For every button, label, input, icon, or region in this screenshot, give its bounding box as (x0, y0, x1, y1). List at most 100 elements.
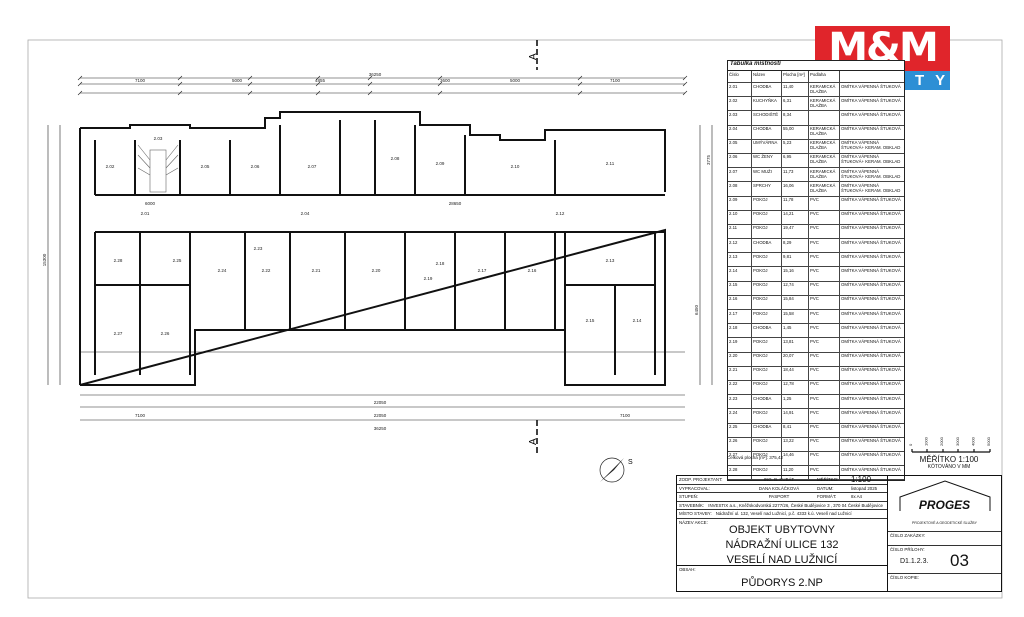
cell-walls: OMÍTKA VÁPENNÁ ŠTUKOVÁ (841, 111, 901, 117)
cell-walls: OMÍTKA VÁPENNÁ ŠTUKOVÁ (841, 409, 901, 415)
cell-number: 2.01 (728, 83, 752, 97)
cell-area: 15,58 (782, 310, 809, 324)
dim-bottom-3: 7100 (620, 413, 631, 418)
cell-area: 11,40 (782, 83, 809, 97)
room-table: Tabulka místností Číslo Název Plocha [m²… (727, 60, 905, 482)
cell-name: POKOJ (752, 210, 782, 224)
cell-number: 2.04 (728, 125, 752, 139)
cell-name: CHODBA (752, 125, 782, 139)
cell-walls: OMÍTKA VÁPENNÁ ŠTUKOVÁ (841, 197, 901, 202)
cell-number: 2.23 (728, 395, 752, 409)
cell-floor: KERAMICKÁ DLAŽBA (809, 125, 840, 139)
obsah-label: OBSAH: (679, 566, 696, 572)
cell-name: KUCHYŇKA (752, 97, 782, 111)
cell-walls: OMÍTKA VÁPENNÁ ŠTUKOVÁ (841, 381, 901, 387)
header-nazev: Název (752, 71, 782, 82)
room-table-header: Číslo Název Plocha [m²] Podlaha (728, 71, 904, 83)
cell-name: POKOJ (752, 437, 782, 451)
cell-walls: OMÍTKA VÁPENNÁ ŠTUKOVÁ (841, 452, 901, 458)
cell-number: 2.03 (728, 111, 752, 125)
dim-top-4: 3600 (440, 78, 451, 83)
room-label: 2.24 (218, 268, 227, 273)
scale-tick-label: 1000 (924, 436, 929, 446)
cell-area: 1,25 (782, 395, 809, 409)
cell-area: 15,84 (782, 295, 809, 309)
cell-number: 2.06 (728, 153, 752, 168)
dimension-tick (437, 90, 443, 96)
north-arrow-icon: S (599, 457, 633, 483)
cell-number: 2.28 (728, 466, 752, 480)
dimension-tick (367, 75, 373, 81)
room-label: 2.02 (106, 164, 115, 169)
cell-name: CHODBA (752, 239, 782, 253)
format: 8x A4 (851, 494, 862, 500)
dimension-tick (682, 81, 688, 87)
dimension-tick (77, 90, 83, 96)
cell-floor: KERAMICKÁ DLAŽBA (809, 182, 840, 196)
room-label: 2.01 (141, 211, 150, 216)
dimension-tick (177, 75, 183, 81)
cell-walls: OMÍTKA VÁPENNÁ ŠTUKOVÁ (841, 466, 901, 472)
priloha-code: D1.1.2.3. (900, 558, 929, 565)
cell-name: UMÝVÁRNA (752, 139, 782, 153)
total-value: 375,42 (769, 455, 784, 460)
cell-name: SCHODIŠTĚ (752, 111, 782, 125)
cell-number: 2.20 (728, 352, 752, 366)
stupen: PASPORT (768, 494, 790, 500)
cell-number: 2.19 (728, 338, 752, 352)
cell-walls: OMÍTKA VÁPENNÁ ŠTUKOVÁ (841, 296, 901, 302)
dimension-tick (247, 90, 253, 96)
room-table-total: Celková plocha [m²]: 375,42 (727, 455, 783, 460)
cell-floor: PVC (809, 253, 840, 267)
cell-floor: PVC (809, 310, 840, 324)
scale-label: MĚŘÍTKO 1:100 KÓTOVÁNO V MM (908, 455, 990, 470)
cell-number: 2.09 (728, 196, 752, 210)
logo-top: M&M (815, 26, 950, 71)
cell-floor (809, 111, 840, 125)
dimension-tick (77, 81, 83, 87)
cell-walls: OMÍTKA VÁPENNÁ ŠTUKOVÁ (841, 126, 901, 132)
cell-area: 11,78 (782, 196, 809, 210)
cell-number: 2.02 (728, 97, 752, 111)
cell-name: POKOJ (752, 380, 782, 395)
cell-walls: OMÍTKA VÁPENNÁ ŠTUKOVÁ+ KERAM. OBKLAD (841, 140, 901, 151)
cell-walls: OMÍTKA VÁPENNÁ ŠTUKOVÁ (841, 239, 901, 245)
room-label: 2.07 (308, 164, 317, 169)
dim-top-3: 4855 (315, 78, 326, 83)
cell-area: 14,21 (782, 210, 809, 224)
cell-floor: PVC (809, 409, 840, 423)
cell-number: 2.07 (728, 168, 752, 182)
cell-area: 13,81 (782, 338, 809, 352)
cell-walls: OMÍTKA VÁPENNÁ ŠTUKOVÁ+ KERAM. OBKLAD (841, 182, 901, 193)
kopie-label: ČÍSLO KOPIE: (890, 575, 920, 580)
cell-name: POKOJ (752, 253, 782, 267)
room-label: 2.16 (528, 268, 537, 273)
cell-area: 8,41 (782, 423, 809, 437)
cell-number: 2.16 (728, 295, 752, 309)
walls (79, 111, 666, 386)
cell-walls: OMÍTKA VÁPENNÁ ŠTUKOVÁ (841, 267, 901, 273)
cell-walls: OMÍTKA VÁPENNÁ ŠTUKOVÁ (841, 324, 901, 330)
room-label: 2.19 (424, 276, 433, 281)
cell-floor: PVC (809, 239, 840, 253)
cell-area: 19,47 (782, 224, 809, 239)
cell-walls: OMÍTKA VÁPENNÁ ŠTUKOVÁ (841, 83, 901, 89)
room-label: 2.03 (154, 136, 163, 141)
cell-walls: OMÍTKA VÁPENNÁ ŠTUKOVÁ (841, 253, 901, 259)
dimension-lines (47, 77, 713, 421)
vypracoval: DANA KOLÁČKOVÁ (758, 485, 800, 491)
cell-floor: PVC (809, 281, 840, 295)
room-label: 2.04 (301, 211, 310, 216)
cell-number: 2.10 (728, 210, 752, 224)
room-label: 2.20 (372, 268, 381, 273)
cell-walls: OMÍTKA VÁPENNÁ ŠTUKOVÁ (841, 338, 901, 344)
cell-area: 8,34 (782, 111, 809, 125)
cell-area: 5,23 (782, 139, 809, 153)
cell-number: 2.12 (728, 239, 752, 253)
